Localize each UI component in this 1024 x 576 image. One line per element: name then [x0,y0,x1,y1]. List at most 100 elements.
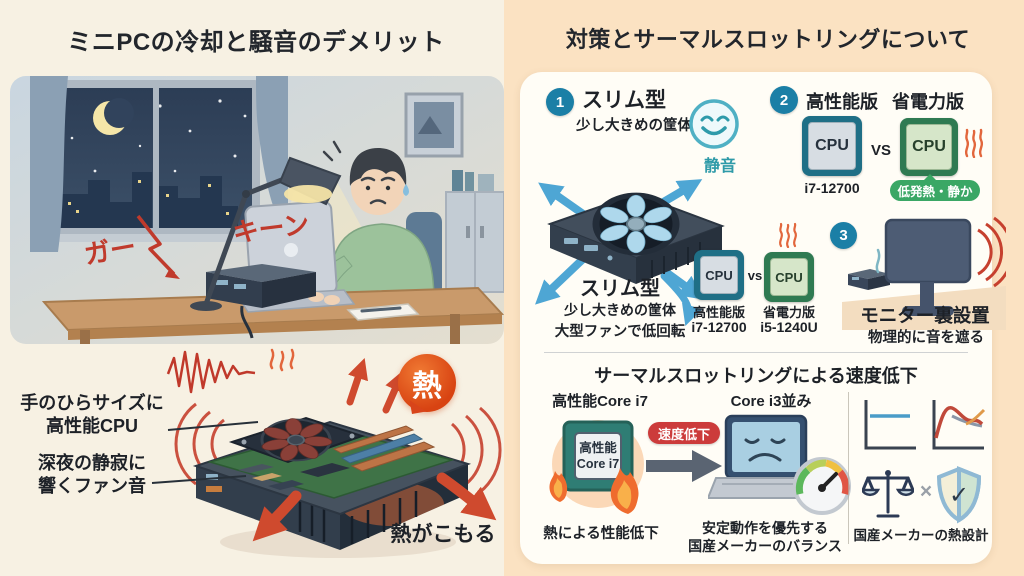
heat-wave-icon [269,348,295,372]
section-2-heading-right: 省電力版 [892,92,964,112]
chip-text-line1: 高性能 [579,440,617,455]
cpu-chip-label: CPU [815,137,849,154]
hand [324,295,340,305]
balance-scale-icon [862,470,914,518]
city-silhouette [60,172,152,228]
vs-label-small: vs [747,268,763,283]
horizontal-divider [544,352,968,353]
overheating-cpu-illustration: 高性能 Core i7 [549,420,644,514]
quiet-smiley-icon [689,99,739,149]
low-heat-quiet-badge: 低発熱・静か [890,180,980,201]
power-cable [240,305,254,339]
heat-arrows [252,358,497,542]
cpu-chip-label: CPU [705,267,733,283]
shield-check-icon: ✓ [936,466,982,524]
cabinet [445,170,504,293]
stress-marks [322,140,342,162]
heat-wave-icon [779,222,797,248]
slim-mini-pc-illustration [535,179,725,326]
mini-pc-internals-illustration [0,346,512,576]
face [351,161,405,215]
curtain-right [256,76,288,226]
night-fan-noise-label: 深夜の静寂に 響くファン音 [12,452,172,499]
section-1-subheading: 少し大きめの筐体 [576,118,692,134]
heat-speech-badge: 熱 [398,354,456,412]
cpu-chip-high-performance-large: CPU [802,116,862,176]
throttling-title: サーマルスロットリングによる速度低下 [594,366,918,386]
cpu-chip-label: CPU [912,138,946,155]
pointer-line-fan [151,475,247,484]
night-fan-noise-line1: 深夜の静寂に [38,453,146,473]
low-heat-quiet-badge-tail [924,174,936,180]
flame-icon [610,468,639,514]
hair [349,148,407,186]
section-1-badge: 1 [546,88,574,116]
slim-caption-line1: 少し大きめの筐体 [564,302,676,318]
flat-line-chart-icon [864,400,916,450]
vs-label-large: VS [870,142,891,159]
monitor-back-illustration [842,216,1006,330]
person [305,140,435,305]
countermeasures-card: 1 スリム型 少し大きめの筐体 静音 [520,72,1006,564]
noise-zigzag-icon [136,214,176,276]
throttle-left-label: 高性能Core i7 [552,393,648,410]
palm-size-cpu-label: 手のひらサイズに 高性能CPU [12,392,172,439]
section-3-badge: 3 [830,222,857,249]
s3-caption-line1: モニター裏設置 [860,305,990,326]
night-scene-illustration: ガー キーン [10,76,504,344]
stars [70,99,247,173]
cpu-chip-label: CPU [775,269,803,285]
curtain-left [30,76,68,252]
pointer-line-cpu [167,421,259,431]
blocked-noise-arcs [977,216,1006,288]
sweat-drop-icon [403,184,409,196]
palm-size-cpu-line2: 高性能CPU [45,416,138,437]
mini-pc-behind-monitor [848,269,890,290]
slim-mini-pc [547,192,725,284]
s3-caption-line2: 物理的に音を遮る [868,330,984,346]
speed-drop-text: 速度低下 [657,426,710,442]
heat-badge-text: 熱 [412,370,442,403]
throttle-left-caption: 熱による性能低下 [543,526,659,542]
fluctuating-line-chart-icon [932,400,986,450]
right-panel-title: 対策とサーマルスロットリングについて [565,27,971,52]
section-1-heading: スリム型 [582,89,666,112]
sad-laptop-illustration [708,414,826,499]
s2-left-caption: i7-12700 [804,180,860,196]
low-heat-quiet-text: 低発熱・静か [897,185,973,199]
monitor-rear [884,218,972,316]
palm-size-cpu-line1: 手のひらサイズに [20,393,164,413]
heat-wave-icon [964,128,984,158]
picture-frame [404,92,464,158]
heat-trapped-label: 熱がこもる [390,523,496,546]
check-icon: ✓ [949,482,969,509]
window [52,80,260,242]
vents [298,491,418,544]
mini-pc-on-desk [206,264,316,339]
quiet-label: 静音 [703,158,736,175]
throttle-right-caption: 国産メーカーの熱設計 [853,528,989,543]
notepad [346,303,420,321]
section-2-heading-left: 高性能版 [806,92,878,112]
chip-text-line2: Core i7 [577,457,619,471]
cpu-chip-low-power-small: CPU [764,252,814,302]
right-arrow-icon [646,450,722,482]
noise-waveform-icon [166,350,256,394]
section-2-badge: 2 [770,86,798,114]
left-panel-title: ミニPCの冷却と騒音のデメリット [67,29,445,56]
cpu-chip-low-power-large: CPU [900,118,958,176]
night-fan-noise-line2: 響くファン音 [38,476,146,497]
internal-fan-icon [228,416,366,464]
throttle-right-label: Core i3並み [730,393,812,410]
vertical-divider [848,392,849,544]
large-fan-icon [592,192,680,256]
multiply-icon: × [919,480,933,503]
cmp-right-label: 省電力版 [762,305,815,320]
lit-windows [68,180,229,215]
desk-lamp [190,156,342,311]
flame-icon [549,471,568,502]
throttle-mid-caption-line2: 国産メーカーのバランス [688,538,842,554]
cmp-left-model: i7-12700 [691,319,747,335]
sad-face-icon [744,438,786,462]
